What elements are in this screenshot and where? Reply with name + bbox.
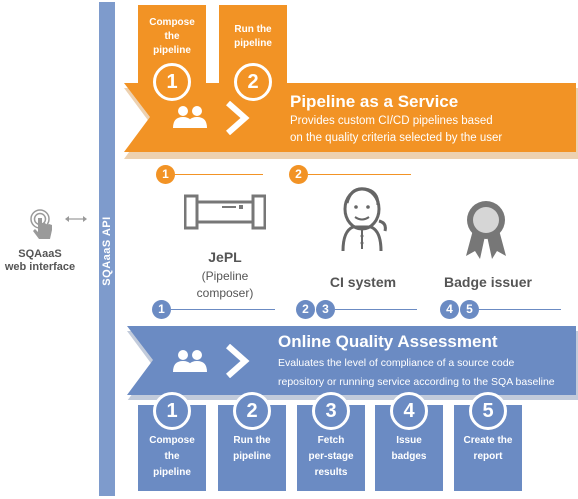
jepl-subtitle-1: (Pipeline xyxy=(201,269,249,283)
bidirectional-arrow-icon xyxy=(65,216,87,222)
paas-step-2-number: 2 xyxy=(234,63,272,101)
blue-marker-ci-3: 3 xyxy=(316,300,335,319)
oqa-step-5-number: 5 xyxy=(469,392,507,430)
blue-marker-badge-5: 5 xyxy=(460,300,479,319)
oqa-step-4-number: 4 xyxy=(390,392,428,430)
oqa-chevron-right-icon xyxy=(226,344,250,378)
web-interface[interactable]: SQAaaS web interface xyxy=(0,198,96,278)
api-bar xyxy=(99,2,115,496)
badge-issuer-title: Badge issuer xyxy=(444,274,532,290)
jepl-title: JePL xyxy=(208,249,242,265)
oqa-step-1-number: 1 xyxy=(153,392,191,430)
paas-step-1-tab[interactable]: Compose the pipeline xyxy=(138,5,206,87)
web-interface-label-2: web interface xyxy=(4,261,76,273)
paas-banner xyxy=(124,83,578,159)
ci-system-title: CI system xyxy=(329,274,397,290)
web-interface-label-1: SQAaaS xyxy=(18,248,62,260)
orange-marker-2: 2 xyxy=(289,165,308,184)
oqa-title: Online Quality Assessment xyxy=(278,332,498,351)
jepl-subtitle-2: composer) xyxy=(196,286,254,300)
orange-line-2 xyxy=(308,174,411,175)
oqa-step-2-tab[interactable]: Run the pipeline xyxy=(218,405,286,491)
oqa-desc-2: repository or running service according … xyxy=(278,376,555,388)
paas-desc-2: on the quality criteria selected by the … xyxy=(290,132,503,144)
jenkins-icon xyxy=(341,187,387,252)
blue-line-badge xyxy=(479,309,561,310)
oqa-users-icon xyxy=(173,350,207,372)
oqa-banner xyxy=(127,326,578,400)
blue-line-jepl xyxy=(171,309,275,310)
paas-chevron-right-icon xyxy=(226,101,250,135)
paas-step-1-number: 1 xyxy=(153,63,191,101)
blue-marker-jepl-1: 1 xyxy=(152,300,171,319)
oqa-step-3-number: 3 xyxy=(312,392,350,430)
blue-line-ci xyxy=(335,309,417,310)
pipe-icon xyxy=(184,194,266,230)
paas-desc-1: Provides custom CI/CD pipelines based xyxy=(290,115,493,127)
orange-marker-1: 1 xyxy=(156,165,175,184)
oqa-desc-1: Evaluates the level of compliance of a s… xyxy=(278,357,515,369)
paas-title: Pipeline as a Service xyxy=(290,92,459,111)
blue-marker-badge-4: 4 xyxy=(440,300,459,319)
orange-line-1 xyxy=(175,174,263,175)
blue-marker-ci-2: 2 xyxy=(296,300,315,319)
paas-users-icon xyxy=(173,106,207,128)
oqa-step-2-number: 2 xyxy=(233,392,271,430)
touch-hand-icon xyxy=(30,209,52,239)
badge-ribbon-icon xyxy=(466,201,506,259)
